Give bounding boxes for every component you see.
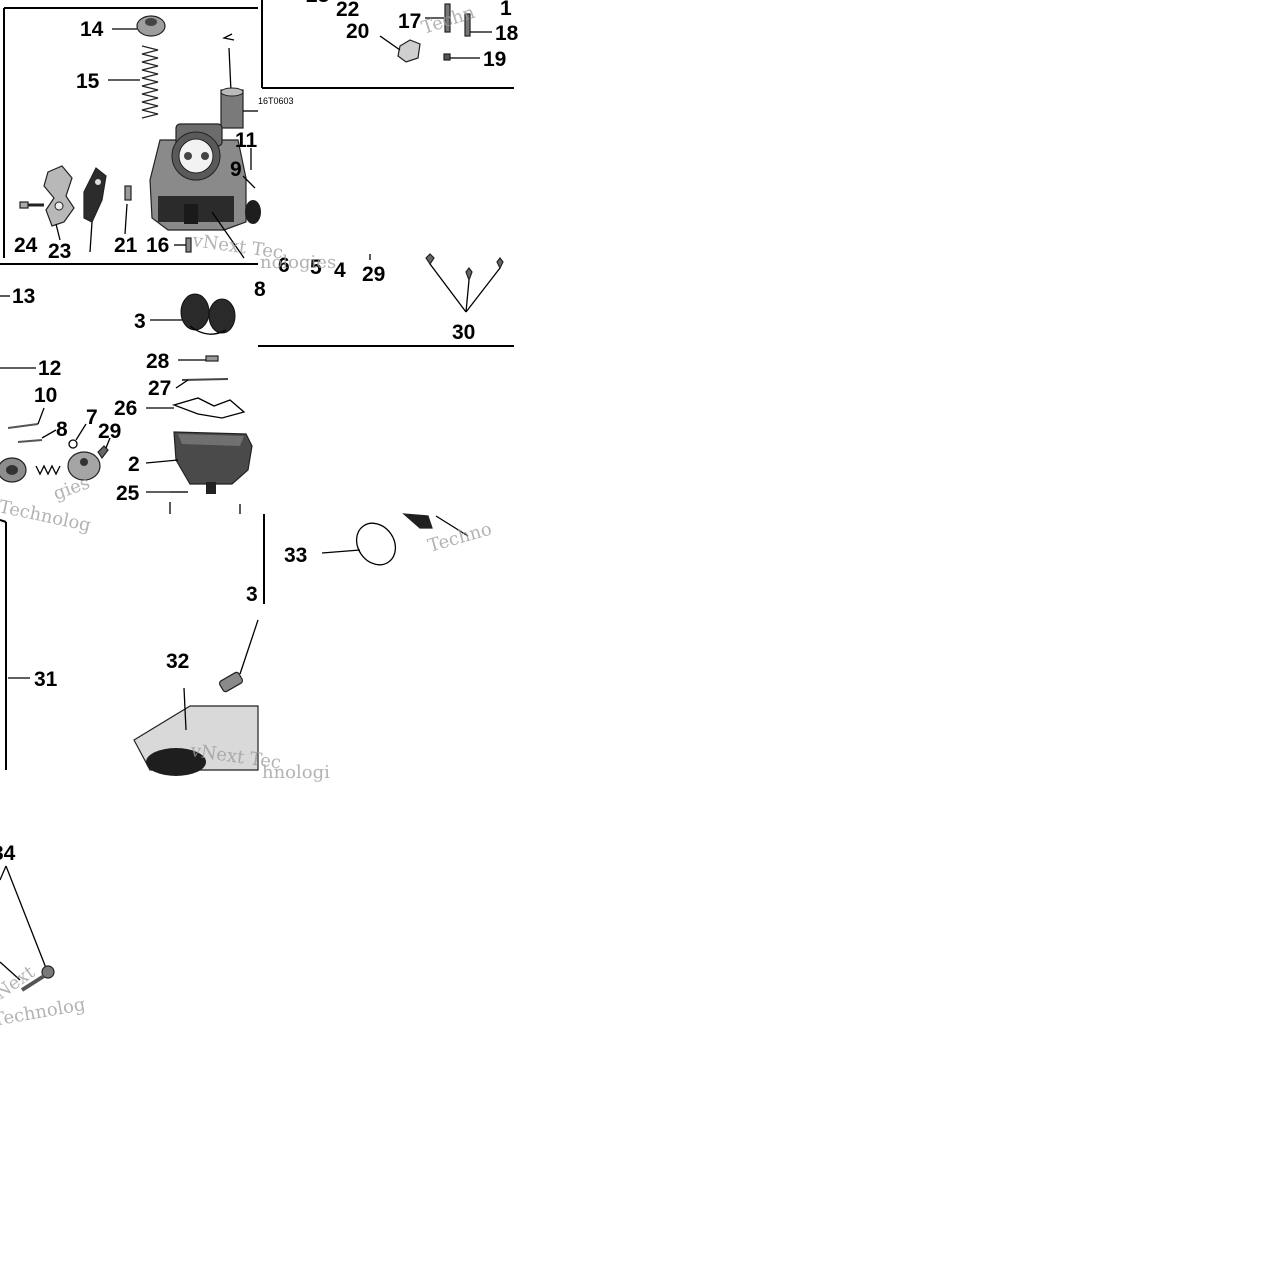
- callout-29-right: 29: [362, 263, 385, 286]
- watermark: nologies: [260, 252, 336, 273]
- callout-31: 31: [34, 668, 58, 691]
- callout-9: 9: [230, 158, 242, 181]
- callout-17: 17: [398, 10, 421, 33]
- callout-4: 4: [334, 259, 346, 282]
- callout-13: 13: [12, 285, 35, 308]
- callout-20: 20: [346, 20, 369, 43]
- tile-o-ring: 33 Techno: [284, 513, 495, 567]
- lever-part: [83, 167, 107, 223]
- callout-3: 3: [134, 310, 146, 333]
- watermark: Technolog: [0, 994, 87, 1031]
- callout-2: 2: [128, 453, 140, 476]
- callout-30: 30: [452, 321, 475, 344]
- watermark: Techno: [426, 519, 495, 557]
- float-bowl-part: [173, 431, 253, 494]
- callout-11: 11: [235, 129, 258, 152]
- callout-15: 15: [76, 70, 100, 93]
- screw-part: [19, 201, 44, 209]
- float-part: [180, 293, 236, 335]
- tile-bolt: 34 Next Technolog: [0, 842, 87, 1031]
- tile-carburetor-detail: 28 22 20 17 1 18 19 Techn: [261, 0, 519, 89]
- callout-10: 10: [34, 384, 57, 407]
- callout-1: 1: [500, 0, 512, 20]
- callout-7: 7: [86, 406, 98, 429]
- callout-22: 22: [336, 0, 359, 21]
- callout-21: 21: [114, 234, 138, 257]
- callout-28: 28: [146, 350, 170, 373]
- callout-16: 16: [146, 234, 169, 257]
- callout-5: 5: [310, 256, 322, 279]
- bolt-part: [218, 619, 259, 693]
- callout-28-top: 28: [306, 0, 330, 7]
- bracket-part: [43, 165, 75, 227]
- callout-3-edge: 3: [246, 583, 258, 606]
- bolt-34-part: [20, 965, 55, 992]
- callout-12: 12: [38, 357, 61, 380]
- callout-8: 8: [56, 418, 68, 441]
- callout-19: 19: [483, 48, 506, 71]
- callout-23: 23: [48, 240, 71, 263]
- tile-manifold: 31 32 3 vNext Tec hnologi: [0, 514, 330, 783]
- slide-part: [220, 87, 244, 129]
- carburetor-body: [149, 123, 261, 259]
- intake-manifold: [133, 687, 259, 776]
- callout-18: 18: [495, 22, 519, 45]
- tile-carburetor-right: 6 5 4 29 30 8 nologies: [254, 252, 514, 347]
- reference-code: 16T0603: [258, 96, 294, 106]
- watermark: Technolog: [0, 496, 93, 536]
- callout-24: 24: [14, 234, 38, 257]
- callout-29: 29: [98, 420, 121, 443]
- callout-34: 34: [0, 842, 16, 865]
- callout-32: 32: [166, 650, 189, 673]
- callout-33: 33: [284, 544, 307, 567]
- callout-8-edge: 8: [254, 278, 266, 301]
- callout-14: 14: [80, 18, 104, 41]
- tile-carburetor-top: 14 15 11 9 24 23 21 16 16T0603 vNext Tec: [0, 7, 294, 265]
- tile-carburetor-bottom: 13 3 12 28 27 10 26 8 7 29 2 25 Technolo…: [0, 285, 253, 536]
- callout-26: 26: [114, 397, 137, 420]
- cap-part: [136, 15, 166, 37]
- callout-25: 25: [116, 482, 140, 505]
- callout-27: 27: [148, 377, 171, 400]
- watermark: gies: [51, 472, 93, 504]
- watermark: hnologi: [262, 762, 330, 783]
- callout-6: 6: [278, 254, 290, 277]
- spring-part: [141, 45, 159, 119]
